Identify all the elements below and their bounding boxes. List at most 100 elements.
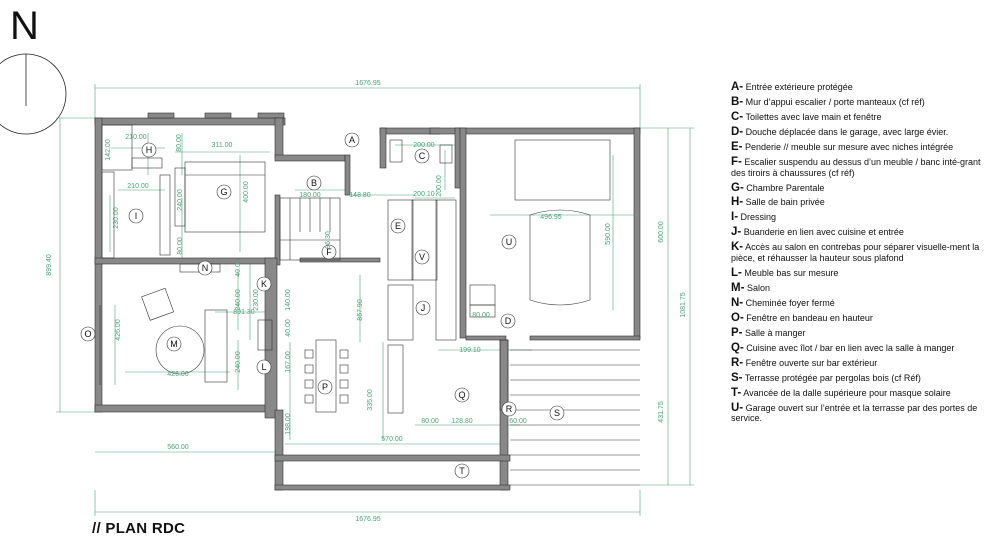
tag-C: C: [414, 148, 430, 164]
legend-text: Buanderie en lien avec cuisine et entrée: [743, 227, 904, 238]
svg-text:B: B: [311, 178, 317, 188]
svg-text:426.00: 426.00: [115, 319, 122, 341]
legend-key: D-: [731, 125, 744, 138]
svg-text:60.00: 60.00: [509, 418, 527, 425]
svg-text:210.00: 210.00: [125, 134, 147, 141]
tag-G: G: [216, 184, 232, 200]
legend-key: T-: [731, 386, 742, 399]
legend-text: Cheminée foyer fermé: [745, 297, 835, 308]
svg-text:80.00: 80.00: [177, 237, 184, 255]
tag-R: R: [501, 401, 517, 417]
legend-item: O- Fenêtre en bandeau en hauteur: [731, 312, 993, 324]
svg-text:U: U: [506, 237, 513, 247]
tag-L: L: [256, 359, 272, 375]
legend-key: F-: [731, 155, 742, 168]
dim-overall-top: 1676.95: [355, 80, 380, 87]
svg-text:140.00: 140.00: [285, 289, 292, 311]
svg-text:80.00: 80.00: [472, 312, 490, 319]
legend-item: T- Avancée de la dalle supérieure pour m…: [731, 386, 993, 399]
legend-item: A- Entrée extérieure protégée: [731, 81, 993, 93]
legend-text: Fenêtre ouverte sur bar extérieur: [745, 357, 878, 368]
legend-text: Mur d’appui escalier / porte manteaux (c…: [745, 96, 925, 107]
svg-text:80.00: 80.00: [421, 418, 439, 425]
room-tags: A B C D E F G H I J K L M N O P Q R S T …: [80, 132, 565, 479]
legend-item: R- Fenêtre ouverte sur bar extérieur: [731, 356, 993, 369]
svg-text:200.10: 200.10: [413, 191, 435, 198]
legend-item: N- Cheminée foyer fermé: [731, 297, 993, 309]
svg-text:142.00: 142.00: [105, 139, 112, 161]
legend-text: Toilettes avec lave main et fenêtre: [745, 111, 882, 122]
svg-text:V: V: [419, 252, 425, 262]
legend-item: B- Mur d’appui escalier / porte manteaux…: [731, 95, 993, 108]
tag-K: K: [256, 276, 272, 292]
tag-A: A: [344, 132, 360, 148]
svg-text:96.30: 96.30: [325, 231, 332, 249]
legend-item: E- Penderie // meuble sur mesure avec ni…: [731, 141, 993, 153]
legend-key: H-: [731, 196, 744, 209]
svg-text:A: A: [349, 135, 355, 145]
svg-text:200.00: 200.00: [436, 175, 443, 197]
svg-text:40.00: 40.00: [235, 259, 242, 277]
legend-item: D- Douche déplacée dans le garage, avec …: [731, 125, 993, 138]
legend-key: C-: [731, 110, 744, 123]
north-label: N: [10, 4, 39, 48]
svg-text:N: N: [202, 263, 209, 273]
legend-text: Accès au salon en contrebas pour séparer…: [731, 242, 980, 264]
tag-O: O: [80, 326, 96, 342]
svg-text:O: O: [84, 329, 91, 339]
tag-M: M: [166, 336, 182, 352]
svg-text:311.00: 311.00: [212, 142, 233, 149]
legend-key: A-: [731, 81, 744, 93]
legend-text: Chambre Parentale: [746, 182, 825, 193]
dim-overall-bottom: 1676.95: [355, 516, 380, 523]
svg-text:J: J: [421, 303, 426, 313]
tag-T: T: [454, 463, 470, 479]
svg-text:570.00: 570.00: [381, 436, 403, 443]
tag-N: N: [197, 260, 213, 276]
legend-text: Entrée extérieure protégée: [745, 82, 853, 92]
svg-text:M: M: [170, 339, 178, 349]
tag-U: U: [501, 234, 517, 250]
svg-text:I: I: [135, 211, 138, 221]
tag-F: F: [321, 244, 337, 260]
svg-text:240.00: 240.00: [235, 351, 242, 373]
legend-text: Salle de bain privée: [745, 197, 825, 208]
svg-text:891.30: 891.30: [233, 309, 255, 316]
legend-text: Salle à manger: [745, 327, 806, 338]
legend-key: G-: [731, 181, 744, 194]
legend-text: Garage ouvert sur l’entrée et la terrass…: [731, 402, 978, 424]
legend-key: P-: [731, 326, 743, 339]
fixtures: [99, 124, 640, 486]
dim-right-upper: 600.00: [658, 221, 665, 243]
legend-item: H- Salle de bain privée: [731, 196, 993, 209]
tag-V: V: [414, 249, 430, 265]
svg-text:80.00: 80.00: [176, 134, 183, 152]
dimension-labels: 1676.95 1676.95 899.40 600.00 1081.75 43…: [46, 80, 687, 523]
legend-item: F- Escalier suspendu au dessus d’un meub…: [731, 155, 993, 178]
tag-B: B: [306, 175, 322, 191]
svg-text:199.10: 199.10: [459, 347, 481, 354]
svg-text:R: R: [506, 404, 513, 414]
svg-text:128.80: 128.80: [451, 418, 473, 425]
svg-text:G: G: [220, 187, 227, 197]
legend-text: Cuisine avec îlot / bar en lien avec la …: [746, 342, 955, 353]
svg-text:198.00: 198.00: [285, 413, 292, 435]
svg-text:40.00: 40.00: [285, 319, 292, 337]
legend-text: Avancée de la dalle supérieure pour masq…: [743, 387, 951, 398]
svg-text:180.00: 180.00: [299, 192, 321, 199]
legend-key: B-: [731, 95, 744, 108]
legend-item: J- Buanderie en lien avec cuisine et ent…: [731, 227, 993, 239]
legend-text: Salon: [746, 283, 770, 293]
legend-item: K- Accès au salon en contrebas pour sépa…: [731, 242, 993, 263]
svg-text:S: S: [554, 408, 560, 418]
tag-S: S: [549, 405, 565, 421]
svg-text:K: K: [261, 279, 267, 289]
svg-text:C: C: [419, 151, 426, 161]
legend-item: G- Chambre Parentale: [731, 181, 993, 194]
svg-text:590.00: 590.00: [605, 223, 612, 245]
legend-text: Douche déplacée dans le garage, avec lar…: [745, 126, 949, 137]
legend-item: Q- Cuisine avec îlot / bar en lien avec …: [731, 342, 993, 354]
svg-text:H: H: [146, 145, 153, 155]
legend-key: R-: [731, 356, 744, 369]
